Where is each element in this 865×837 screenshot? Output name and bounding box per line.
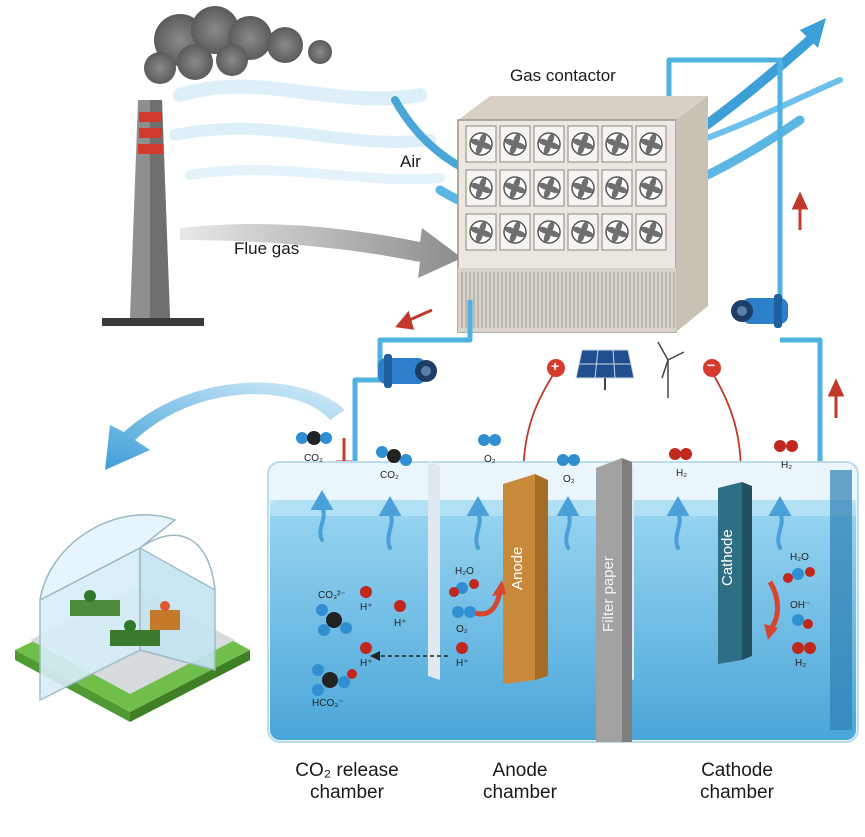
air-label: Air bbox=[400, 152, 421, 171]
cathode-chamber-label: Cathode chamber bbox=[672, 760, 802, 804]
h-plus-c-label: H⁺ bbox=[360, 658, 373, 669]
co2-release-chamber-label: CO₂ release chamber bbox=[272, 760, 422, 804]
plus-sign: + bbox=[551, 358, 560, 374]
chamber-line1: Cathode bbox=[701, 760, 773, 781]
h2-cathode-label: H₂ bbox=[795, 658, 807, 669]
fan-icon bbox=[499, 169, 531, 207]
cathode-electrode bbox=[718, 482, 752, 664]
h-plus-b-label: H⁺ bbox=[394, 618, 407, 629]
chamber-line2: chamber bbox=[483, 782, 557, 803]
co2-outlet-label: CO₂ bbox=[380, 470, 399, 481]
minus-sign: − bbox=[707, 357, 716, 373]
o2-top-a-label: O₂ bbox=[484, 454, 496, 465]
fan-icon bbox=[567, 213, 599, 251]
fan-icon bbox=[601, 125, 633, 163]
fan-icon bbox=[499, 213, 531, 251]
h2o-anode-label: H₂O bbox=[455, 566, 474, 577]
wind-turbine-icon bbox=[657, 341, 685, 398]
h2o-cathode-label: H₂O bbox=[790, 552, 809, 563]
o2-anode-label: O₂ bbox=[456, 624, 468, 635]
flue-gas-label: Flue gas bbox=[234, 239, 300, 258]
smoke-icon bbox=[144, 6, 332, 84]
fan-icon bbox=[465, 213, 497, 251]
anode-chamber-label: Anode chamber bbox=[460, 760, 580, 804]
fan-icon bbox=[635, 125, 667, 163]
factory-chimney-icon bbox=[102, 100, 204, 326]
fan-icon bbox=[499, 125, 531, 163]
gas-contactor bbox=[457, 96, 708, 333]
h2-top-b-label: H₂ bbox=[781, 460, 793, 471]
h2-top-a-label: H₂ bbox=[676, 468, 688, 479]
fan-icon bbox=[533, 213, 565, 251]
gas-contactor-label: Gas contactor bbox=[510, 66, 616, 85]
chamber-line2: chamber bbox=[310, 782, 384, 803]
h-plus-a-label: H⁺ bbox=[360, 602, 373, 613]
greenhouse-arrow bbox=[105, 382, 345, 470]
fan-icon bbox=[465, 169, 497, 207]
fan-icon bbox=[601, 213, 633, 251]
fan-icon bbox=[635, 213, 667, 251]
co3-label: CO₃²⁻ bbox=[318, 590, 346, 601]
anode-label: Anode bbox=[509, 546, 526, 590]
pump-icon bbox=[731, 294, 788, 328]
cathode-label: Cathode bbox=[719, 529, 736, 586]
pipe-network bbox=[352, 57, 823, 520]
hco3-label: HCO₃⁻ bbox=[312, 698, 344, 709]
flue-gas-arrow bbox=[180, 223, 462, 278]
h-plus-anode-label: H⁺ bbox=[456, 658, 469, 669]
co2-inlet-label: CO₂ bbox=[304, 453, 323, 464]
filter-paper-label: Filter paper bbox=[600, 556, 617, 632]
greenhouse-icon bbox=[15, 514, 250, 722]
fan-icon bbox=[635, 169, 667, 207]
fan-icon bbox=[567, 169, 599, 207]
fan-icon bbox=[601, 169, 633, 207]
fan-icon bbox=[533, 125, 565, 163]
oh-cathode-label: OH⁻ bbox=[790, 600, 811, 611]
molecules bbox=[296, 431, 816, 696]
gas-release-arrows bbox=[310, 489, 792, 550]
pump-icon bbox=[378, 354, 437, 388]
chamber-line1: CO₂ release bbox=[295, 760, 399, 781]
o2-top-b-label: O₂ bbox=[563, 474, 575, 485]
cathode-terminal bbox=[703, 359, 721, 377]
electrolysis-tank bbox=[267, 460, 859, 743]
fan-icon bbox=[567, 125, 599, 163]
solar-panel-icon bbox=[575, 349, 635, 390]
anode-terminal bbox=[547, 359, 565, 377]
filter-paper bbox=[596, 458, 632, 742]
fan-icon bbox=[465, 125, 497, 163]
fan-icon bbox=[533, 169, 565, 207]
anode-electrode bbox=[503, 474, 548, 684]
chamber-line2: chamber bbox=[700, 782, 774, 803]
chamber-line1: Anode bbox=[492, 760, 548, 781]
